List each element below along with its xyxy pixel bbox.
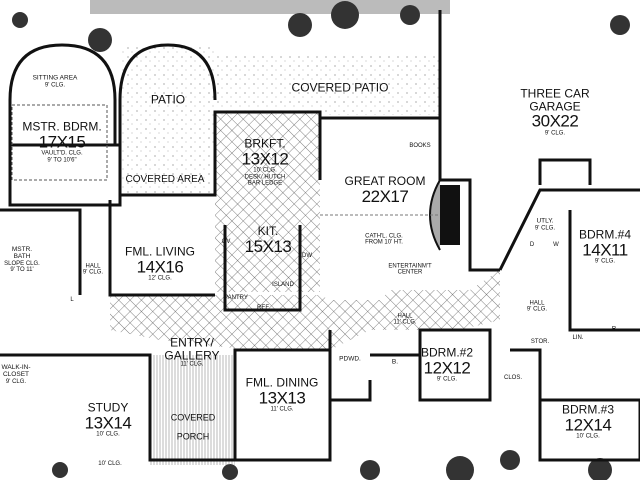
kitchen-label: KIT.15X13 — [244, 223, 292, 256]
closet-label: CLOS. — [503, 374, 523, 381]
utility-label: UTLY.9' CLG. — [534, 217, 556, 232]
island-label: ISLAND — [272, 281, 294, 288]
storage-label: STOR. — [530, 338, 550, 345]
dryer-label: D — [529, 241, 535, 248]
bath-label: B. — [391, 358, 399, 366]
study-bay-ceiling: 10' CLG. — [98, 460, 122, 467]
covered-patio-label: COVERED PATIO — [291, 80, 389, 95]
walls — [0, 10, 640, 462]
dishwasher-label: DW — [302, 252, 312, 259]
patio-label: PATIO — [150, 92, 186, 107]
linen-label: L — [70, 296, 74, 303]
landscaping — [12, 0, 630, 480]
great-room-ceiling: CATH'L. CLG.FROM 10' HT. — [365, 233, 403, 246]
bath-2-label: B — [611, 325, 617, 333]
oven-label: OV — [221, 238, 231, 245]
linen-closet-label: LIN. — [572, 334, 584, 341]
covered-area-label: COVERED AREA — [125, 173, 205, 185]
books-label: BOOKS — [409, 142, 431, 149]
powder-room-label: PDWD. — [339, 355, 361, 363]
refrigerator-label: REF — [257, 304, 269, 311]
pantry-label: PANTRY — [224, 294, 248, 301]
washer-label: W — [553, 241, 559, 248]
